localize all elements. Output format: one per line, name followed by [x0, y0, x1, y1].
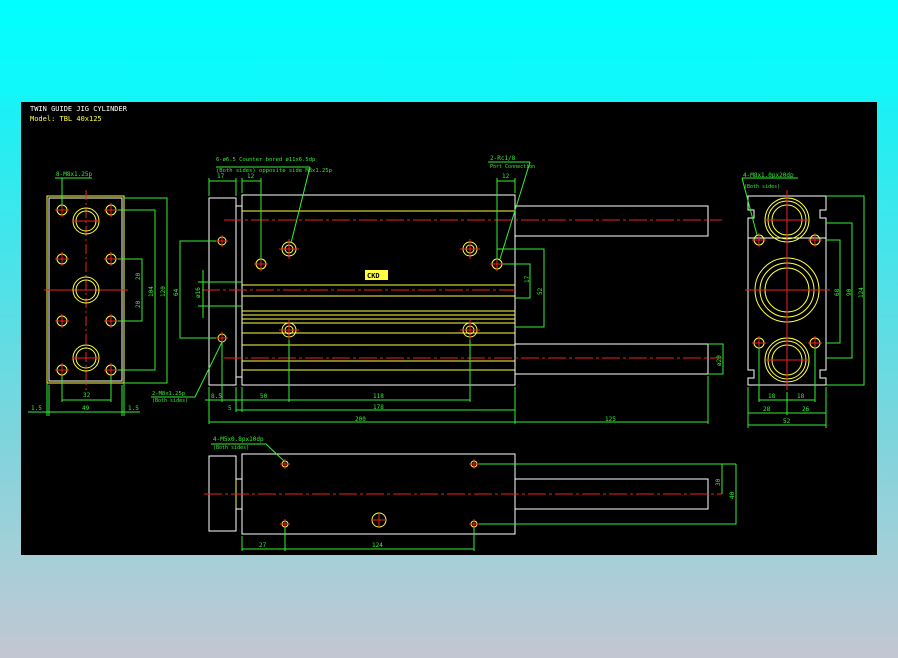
dim-178: 178: [373, 404, 384, 411]
counterbore-hole: [72, 344, 100, 372]
dim-30: 30: [715, 478, 722, 486]
dim-rod-phi20: ø20: [716, 355, 723, 366]
dim-49: 49: [82, 405, 90, 412]
cad-drawing-canvas: TWIN GUIDE JIG CYLINDER Model: TBL 40x12…: [21, 102, 877, 555]
dim-1-5-left: 1.5: [31, 405, 42, 412]
dim-68: 68: [834, 288, 841, 296]
bottom-callout-note: (Both sides): [213, 445, 249, 451]
dim-phi16: ø16: [195, 287, 202, 298]
bottom-view: 4-M5x0.8px10dp (Both sides) 27 124 30 40: [204, 436, 737, 551]
front-callout: 8-M8x1.25p: [56, 171, 93, 178]
dim-125: 125: [605, 416, 616, 423]
dim-90: 90: [846, 288, 853, 296]
dim-28: 28: [763, 406, 771, 413]
bottom-callout: 4-M5x0.8px10dp: [213, 436, 264, 443]
dim-120: 120: [160, 286, 167, 297]
counterbore-hole: [72, 276, 100, 304]
dim-27: 27: [259, 542, 267, 549]
dim-118: 118: [373, 393, 384, 400]
dim-200: 200: [355, 416, 366, 423]
end-callout-note: (Both sides): [744, 184, 780, 190]
dim-124-bottom: 124: [372, 542, 383, 549]
dim-50: 50: [260, 393, 268, 400]
dim-32: 32: [83, 392, 91, 399]
dim-18-left: 18: [768, 393, 776, 400]
dim-8-5: 8.5: [211, 393, 222, 400]
dim-20-a: 20: [135, 272, 142, 280]
dim-17-right: 17: [524, 275, 531, 283]
port-callout-note: Port Connection: [490, 164, 535, 170]
dim-12-left: 12: [247, 173, 255, 180]
side-callout-counterbore-note: (Both sides) opposite side M8x1.25p: [216, 168, 332, 174]
dim-52-end: 52: [783, 418, 791, 425]
dim-17-top: 17: [217, 173, 225, 180]
dim-40: 40: [729, 491, 736, 499]
model-label: Model: TBL 40x125: [30, 115, 102, 123]
dim-104: 104: [148, 286, 155, 297]
dim-5: 5: [228, 405, 232, 412]
dim-18-right: 18: [797, 393, 805, 400]
drawing-title: TWIN GUIDE JIG CYLINDER: [30, 105, 128, 113]
tap-callout-note: (Both sides): [152, 398, 188, 404]
counterbore-hole: [72, 207, 100, 235]
side-view: CKD: [151, 155, 724, 424]
front-view: 8-M8x1.25p 32 49 1.5 1.5 20 20 104 120: [28, 171, 168, 416]
dim-12-right: 12: [502, 173, 510, 180]
dim-52-right: 52: [537, 287, 544, 295]
dim-64: 64: [173, 288, 180, 296]
brand-badge-text: CKD: [367, 272, 380, 280]
end-callout: 4-M8x1.0px20dp: [743, 172, 794, 179]
brand-badge: [365, 270, 388, 280]
tap-callout: 2-M8x1.25p: [152, 391, 185, 397]
dim-1-5-right: 1.5: [128, 405, 139, 412]
dim-20-b: 20: [135, 300, 142, 308]
dim-124-end: 124: [858, 287, 865, 298]
side-callout-counterbore: 6-ø6.5 Counter bored ø11x6.5dp: [216, 157, 315, 163]
port-callout: 2-Rc1/8: [490, 155, 516, 162]
dim-26: 26: [802, 406, 810, 413]
end-view: 4-M8x1.0px20dp (Both sides) 68 90 124 18…: [741, 172, 865, 428]
